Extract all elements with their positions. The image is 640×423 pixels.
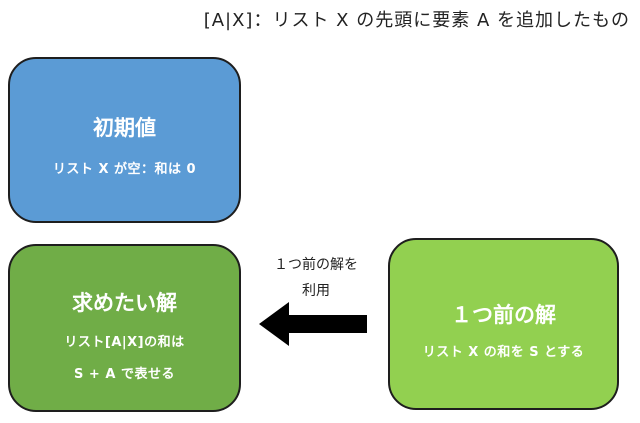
initial-value-box: 初期値 リスト X が空：和は 0: [8, 57, 241, 223]
target-solution-desc-line-1: リスト[A|X]の和は: [64, 335, 185, 350]
header-note: [A|X]：リスト X の先頭に要素 A を追加したもの: [203, 10, 630, 31]
target-solution-desc-line-2: S + A で表せる: [74, 367, 175, 382]
previous-solution-box: １つ前の解 リスト X の和を S とする: [388, 238, 619, 410]
left-arrow-shape: [259, 302, 367, 346]
initial-value-desc: リスト X が空：和は 0: [52, 162, 197, 177]
target-solution-desc: リスト[A|X]の和は S + A で表せる: [10, 332, 239, 386]
target-solution-box: 求めたい解 リスト[A|X]の和は S + A で表せる: [8, 244, 241, 412]
arrow-label: １つ前の解を 利用: [258, 252, 374, 304]
initial-value-title: 初期値: [93, 116, 156, 140]
arrow-label-line-2: 利用: [302, 283, 330, 299]
previous-solution-title: １つ前の解: [451, 303, 556, 327]
target-solution-title: 求めたい解: [72, 291, 177, 315]
arrow-label-line-1: １つ前の解を: [274, 257, 358, 273]
left-arrow-icon: [259, 302, 367, 346]
previous-solution-desc: リスト X の和を S とする: [422, 345, 585, 360]
